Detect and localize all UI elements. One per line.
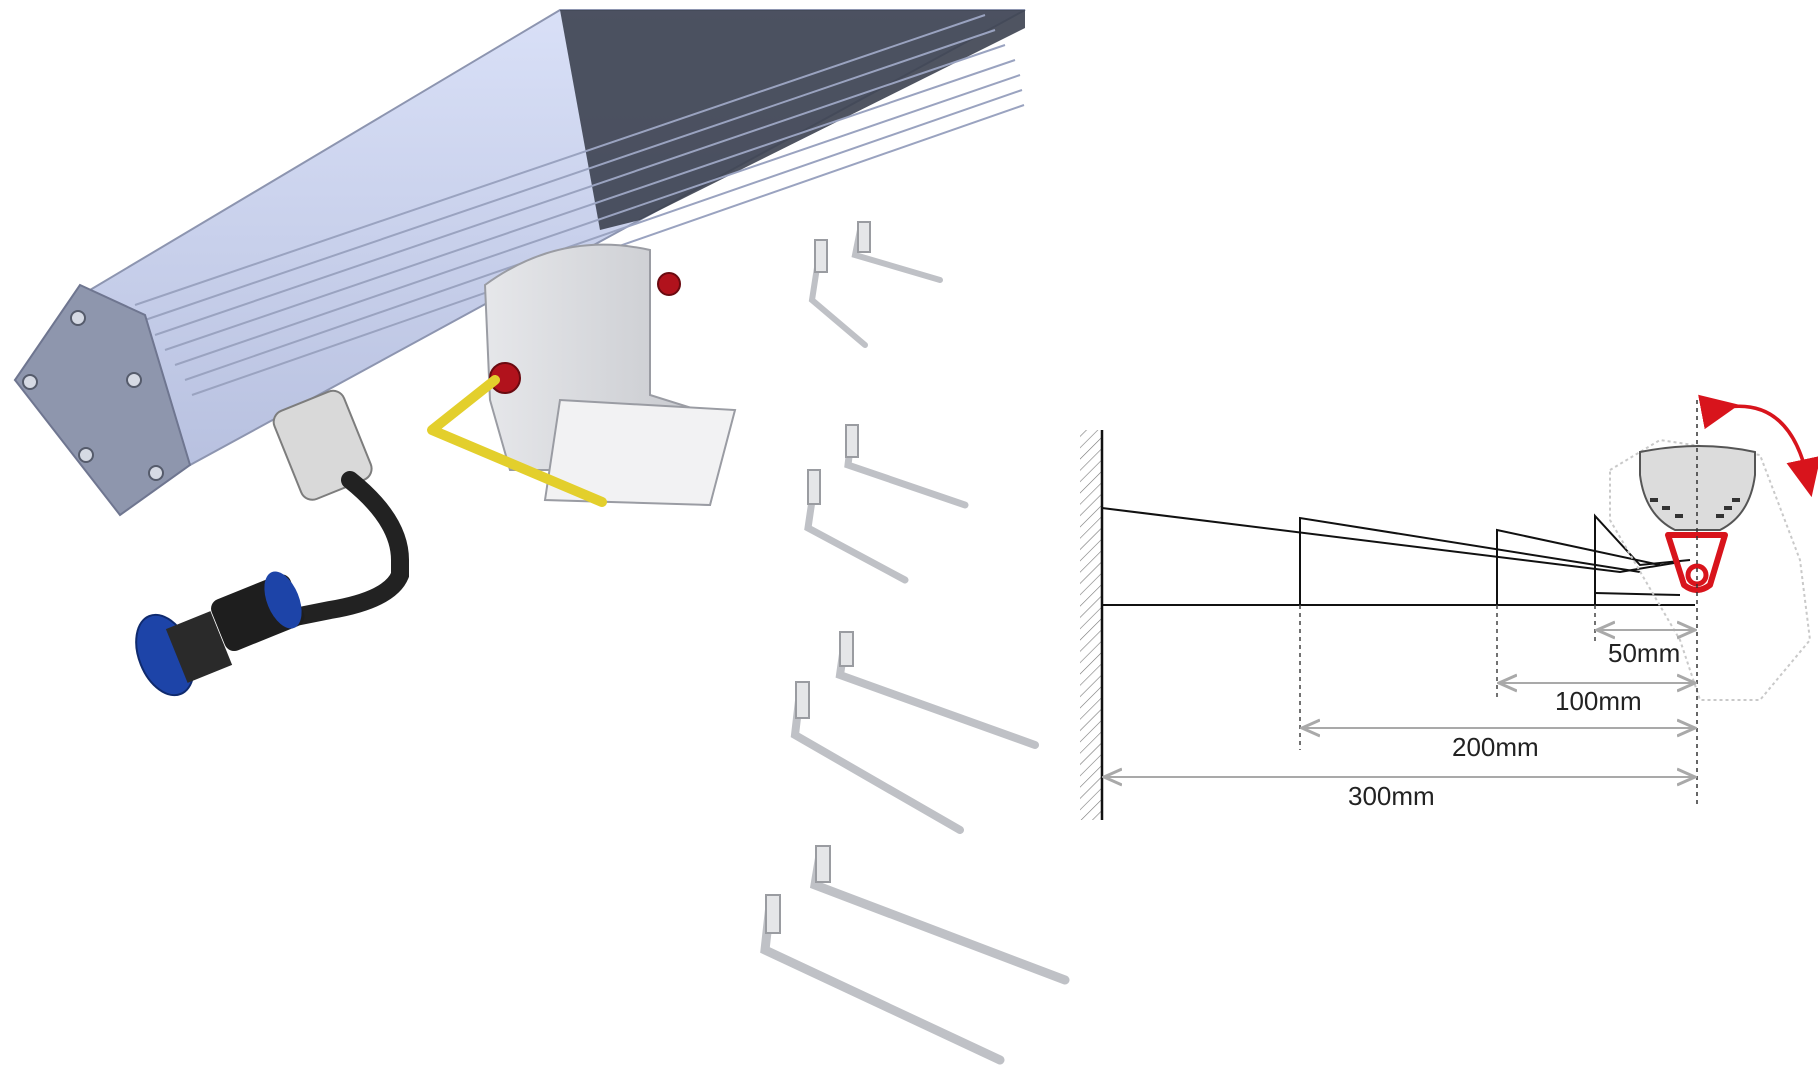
- waterproof-connector: [135, 571, 305, 697]
- bracket-variant-300mm: [760, 845, 1070, 1065]
- wall-hatching: [1080, 430, 1102, 820]
- led-fixture-illustration: [13, 9, 1026, 697]
- rotation-arrow: [1698, 394, 1818, 498]
- bracket-screw-caps: [489, 272, 681, 394]
- mounting-yoke: [1665, 532, 1728, 593]
- fixture-end-cap: [13, 283, 192, 517]
- power-cable: [271, 471, 409, 629]
- bracket-variant-200mm: [790, 631, 1039, 834]
- fixture-fins: [1650, 498, 1740, 518]
- bracket-variant-50mm: [808, 221, 943, 348]
- dimension-drawing: 50mm 100mm 200mm 300mm: [1080, 394, 1818, 820]
- dim-label-200mm: 200mm: [1452, 732, 1539, 762]
- dim-label-100mm: 100mm: [1555, 686, 1642, 716]
- bracket-variant-100mm: [804, 424, 969, 584]
- dim-label-50mm: 50mm: [1608, 638, 1680, 668]
- bracket-arm-outlines: [1101, 507, 1695, 606]
- bracket-base-plate: [543, 398, 737, 507]
- dimension-lines: [1104, 630, 1695, 777]
- bracket-variants: [760, 221, 1070, 1065]
- hex-key: [427, 375, 607, 507]
- dim-label-300mm: 300mm: [1348, 781, 1435, 811]
- end-cap-screws: [22, 310, 164, 481]
